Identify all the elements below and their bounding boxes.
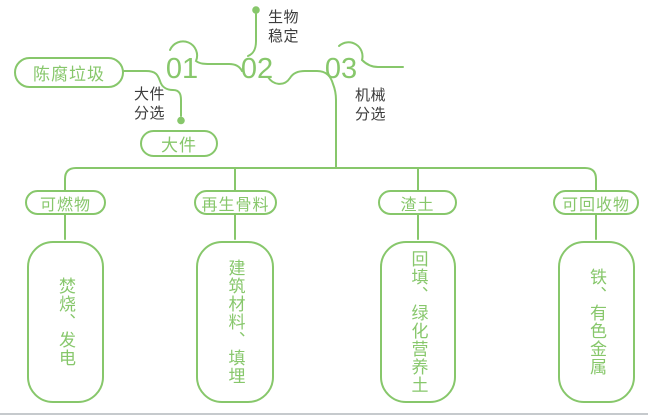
wire-arc-over-01	[169, 40, 243, 72]
destination-text: 建筑材料、填埋	[225, 259, 245, 385]
annotation-biological-stabilization: 生物 稳定	[268, 9, 300, 45]
bottom-edge-line	[0, 413, 648, 415]
destination-text: 回填、绿化营养土	[408, 250, 428, 394]
stage-number-03: 03	[324, 53, 358, 85]
node-destination-backfill: 回填、绿化营养土	[380, 241, 456, 403]
node-category-recycled-aggregate: 再生骨料	[194, 190, 277, 215]
annotation-bulky-sorting: 大件 分选	[134, 86, 166, 122]
node-category-recyclables: 可回收物	[553, 190, 639, 215]
stage-number-02: 02	[240, 53, 274, 85]
node-source-aged-waste: 陈腐垃圾	[14, 57, 124, 88]
node-destination-metals: 铁、有色金属	[558, 241, 635, 403]
wire-bio-drop	[247, 13, 257, 57]
destination-text: 焚烧、发电	[56, 277, 75, 367]
wire-02-to-03-and-feed	[267, 70, 337, 169]
node-category-combustibles: 可燃物	[25, 190, 106, 215]
wire-distribution-line	[64, 167, 597, 191]
node-bulky-items: 大件	[140, 130, 218, 157]
connector-dot-bulky	[177, 116, 185, 125]
wire-source-to-bulky	[123, 70, 182, 117]
node-destination-incineration: 焚烧、发电	[27, 241, 104, 403]
wire-arc-over-03	[338, 41, 404, 68]
connector-dot-bio	[252, 6, 260, 14]
node-destination-building-materials: 建筑材料、填埋	[196, 241, 274, 403]
stage-number-01: 01	[165, 53, 199, 85]
destination-text: 铁、有色金属	[587, 268, 606, 376]
annotation-mechanical-sorting: 机械 分选	[355, 87, 387, 123]
node-category-slag-soil: 渣土	[378, 190, 457, 215]
